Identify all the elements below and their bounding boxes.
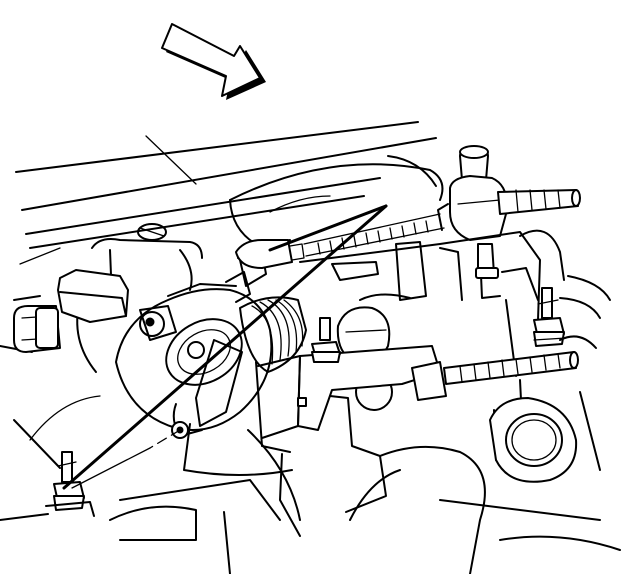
stud-nut-right <box>533 287 567 347</box>
stud-nut-lower-left <box>45 451 95 517</box>
electrical-connector <box>13 269 129 353</box>
hose-outlet <box>489 397 578 483</box>
intake-manifold <box>299 231 541 377</box>
lower-casting <box>0 429 621 574</box>
cowl-panel <box>15 121 437 265</box>
air-intake-duct <box>229 155 444 251</box>
vacuum-valve <box>437 145 581 241</box>
stud-nut-center <box>311 317 341 363</box>
long-bolt <box>411 351 579 401</box>
direction-arrow-icon <box>161 23 266 100</box>
throttle-neck-ribs <box>239 296 307 373</box>
leader-lines <box>62 204 388 490</box>
